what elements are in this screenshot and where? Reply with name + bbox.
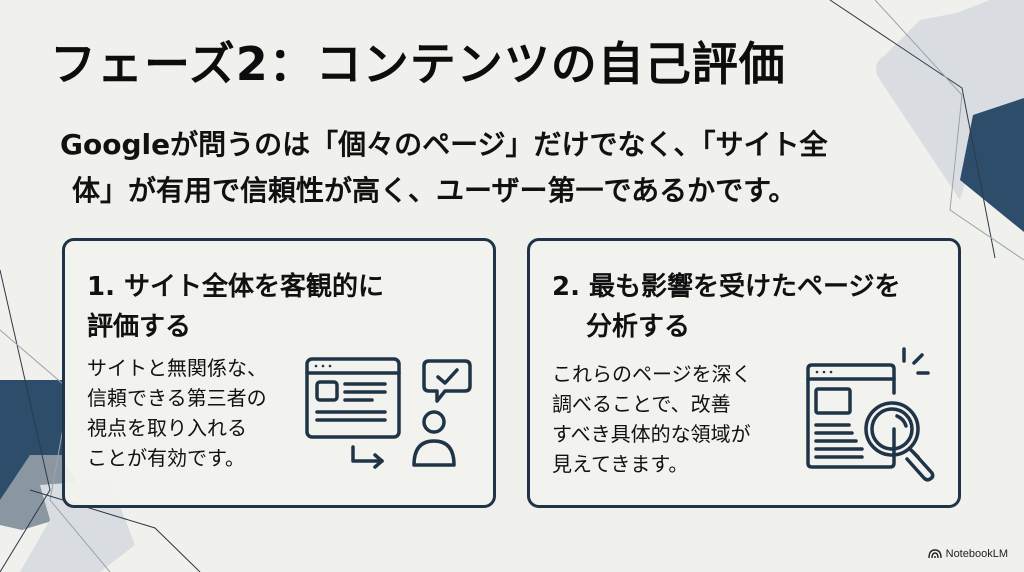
navy-polygon-bottom-left <box>0 380 62 500</box>
card-body-line: すべき具体的な領域が <box>552 422 751 446</box>
card-title: 2. 最も影響を受けたページを 分析する <box>552 267 901 347</box>
card-analyze-pages: 2. 最も影響を受けたページを 分析する これらのページを深く 調べることで、改… <box>527 238 961 508</box>
card-body-line: 視点を取り入れる <box>87 416 247 440</box>
notebooklm-brand: NotebookLM <box>927 548 1008 560</box>
card-title-line-1: 2. 最も影響を受けたページを <box>552 272 901 302</box>
card-body-line: 見えてきます。 <box>552 452 689 476</box>
card-evaluate-site: 1. サイト全体を客観的に 評価する サイトと無関係な、 信頼できる第三者の 視… <box>62 238 496 508</box>
webpage-to-reviewer-approval-icon <box>297 349 487 479</box>
notebooklm-logo-icon <box>927 549 942 559</box>
card-title-line-1: 1. サイト全体を客観的に <box>87 272 385 302</box>
card-body: サイトと無関係な、 信頼できる第三者の 視点を取り入れる ことが有効です。 <box>87 353 267 473</box>
card-body: これらのページを深く 調べることで、改善 すべき具体的な領域が 見えてきます。 <box>552 359 752 479</box>
card-title-line-2: 分析する <box>586 312 691 342</box>
light-gray-polygon-top-right-2 <box>918 0 1024 130</box>
card-title: 1. サイト全体を客観的に 評価する <box>87 267 384 347</box>
brand-label: NotebookLM <box>945 548 1008 560</box>
subtitle-line-1: Googleが問うのは「個々のページ」だけでなく、「サイト全 <box>60 128 828 161</box>
card-body-line: サイトと無関係な、 <box>87 356 267 380</box>
webpage-magnifier-icon <box>794 341 944 483</box>
subtitle-line-2: 体」が有用で信頼性が高く、ユーザー第一であるかです。 <box>72 174 797 207</box>
thin-line-left-1 <box>0 269 51 572</box>
slide-title: フェーズ2：コンテンツの自己評価 <box>50 37 786 91</box>
card-body-line: 信頼できる第三者の <box>87 386 267 410</box>
card-body-line: これらのページを深く <box>552 362 752 386</box>
navy-polygon-top-right <box>960 98 1024 232</box>
card-title-line-2: 評価する <box>87 312 192 342</box>
slide-subtitle: Googleが問うのは「個々のページ」だけでなく、「サイト全 体」が有用で信頼性… <box>60 122 960 214</box>
card-body-line: 調べることで、改善 <box>552 392 731 416</box>
card-body-line: ことが有効です。 <box>87 446 245 470</box>
